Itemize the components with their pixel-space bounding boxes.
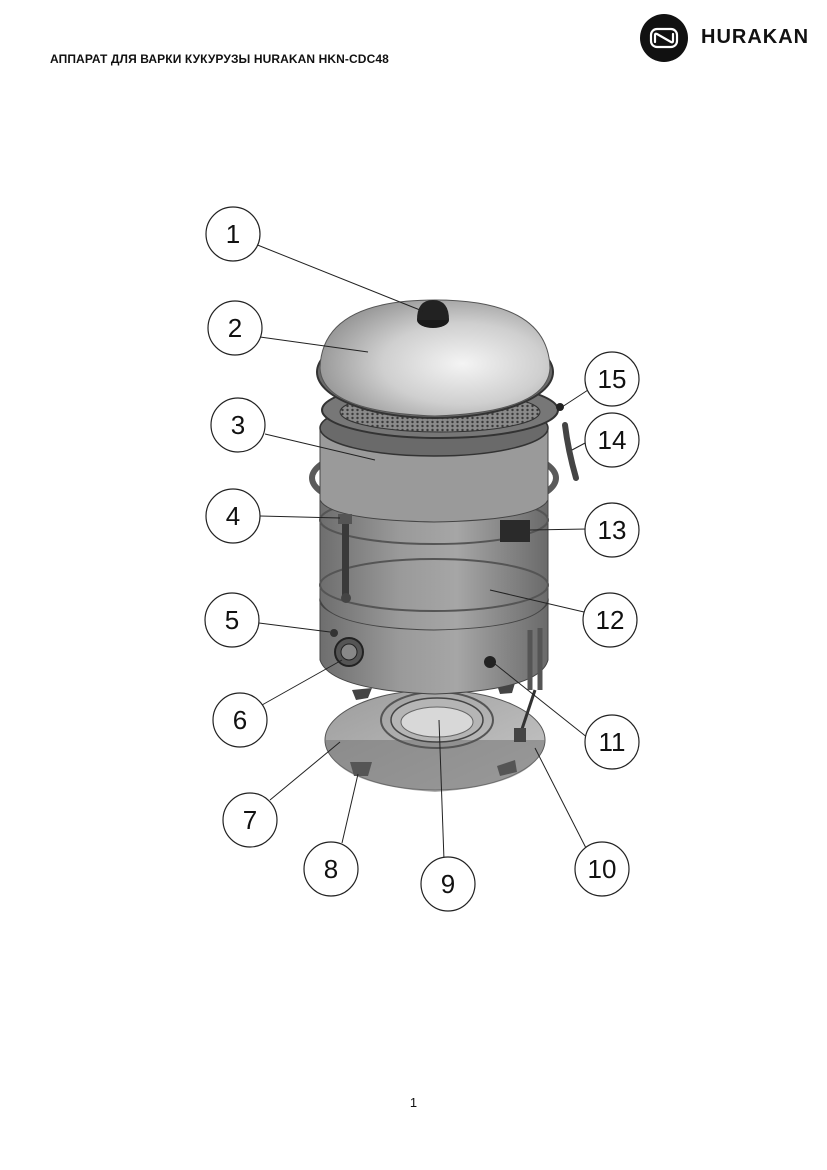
callout-14: 14 <box>584 412 640 468</box>
callout-number: 14 <box>598 425 627 455</box>
lid <box>316 299 554 419</box>
drain-valve <box>484 656 496 668</box>
brand-logo: HURAKAN <box>640 14 815 62</box>
callout-5: 5 <box>204 592 260 648</box>
callout-number: 10 <box>588 854 617 884</box>
thermostat-knob <box>334 637 364 667</box>
hurakan-logo-icon <box>640 14 688 62</box>
callout-number: 8 <box>324 854 338 884</box>
document-title: АППАРАТ ДЛЯ ВАРКИ КУКУРУЗЫ HURAKAN HKN-C… <box>50 52 389 66</box>
callout-12: 12 <box>582 592 638 648</box>
callout-number: 15 <box>598 364 627 394</box>
callout-number: 9 <box>441 869 455 899</box>
callout-8: 8 <box>303 841 359 897</box>
callout-number: 7 <box>243 805 257 835</box>
water-level-gauge <box>338 514 352 603</box>
callout-13: 13 <box>584 502 640 558</box>
control-box <box>500 520 530 542</box>
brand-name: HURAKAN <box>701 26 810 48</box>
callout-2: 2 <box>207 300 263 356</box>
callout-4: 4 <box>205 488 261 544</box>
callout-number: 12 <box>596 605 625 635</box>
callout-number: 5 <box>225 605 239 635</box>
power-cord <box>514 628 543 742</box>
callout-number: 3 <box>231 410 245 440</box>
handle-screw <box>556 403 564 411</box>
callout-leader-lines <box>254 243 589 861</box>
callout-number: 4 <box>226 501 240 531</box>
callout-number: 13 <box>598 515 627 545</box>
callout-number: 6 <box>233 705 247 735</box>
callout-3: 3 <box>210 397 266 453</box>
exploded-parts-diagram: 1 2 3 4 5 6 7 8 9 10 11 12 13 14 15 <box>204 206 640 912</box>
callout-1: 1 <box>205 206 261 262</box>
callout-15: 15 <box>584 351 640 407</box>
callout-7: 7 <box>222 792 278 848</box>
callout-11: 11 <box>584 714 640 770</box>
callout-number: 2 <box>228 313 242 343</box>
callout-number: 1 <box>226 219 240 249</box>
callout-number: 11 <box>599 727 626 757</box>
page-number: 1 <box>409 1095 418 1110</box>
indicator-lamp <box>330 629 338 637</box>
callout-10: 10 <box>574 841 630 897</box>
side-handle <box>562 422 579 481</box>
callout-9: 9 <box>420 856 476 912</box>
base-plate <box>324 683 546 792</box>
callout-6: 6 <box>212 692 268 748</box>
